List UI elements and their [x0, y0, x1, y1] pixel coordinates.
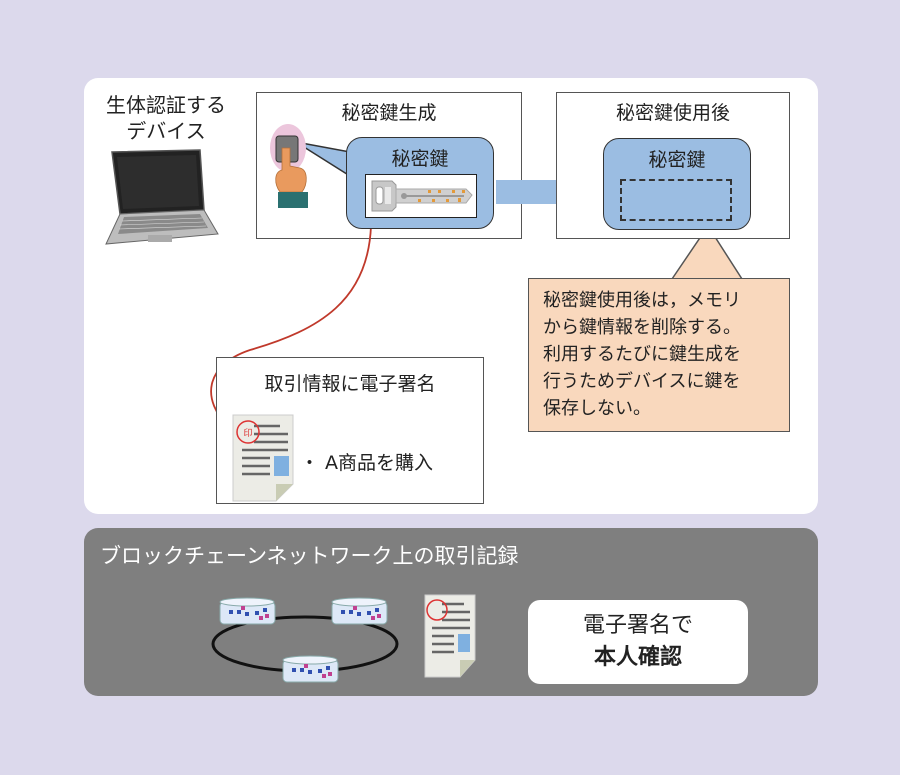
erased-key-bubble: 秘密鍵: [603, 138, 751, 230]
device-label-line1: 生体認証する: [106, 93, 226, 117]
fingerprint-hand-icon: [270, 124, 308, 208]
signed-document-icon: 印: [232, 414, 294, 502]
node-icon: [282, 655, 339, 683]
blockchain-network-diagram: [211, 597, 399, 683]
note-line: から鍵情報を削除する。: [543, 317, 741, 338]
ledger-document-icon: [424, 594, 476, 678]
device-label-line2: デバイス: [126, 119, 206, 143]
purchase-item: ・ A商品を購入: [300, 452, 434, 474]
note-line: 行うためデバイスに鍵を: [543, 371, 741, 392]
after-use-title: 秘密鍵使用後: [615, 102, 730, 124]
seal-stamp: [426, 599, 448, 621]
signature-title: 取引情報に電子署名: [264, 373, 436, 395]
secret-key-bubble: 秘密鍵: [346, 137, 494, 229]
signature-arrow: [210, 225, 372, 429]
laptop-icon: [105, 149, 219, 245]
note-line: 秘密鍵使用後は，メモリ: [543, 290, 741, 311]
empty-key-slot: [620, 179, 732, 221]
memory-note: 秘密鍵使用後は，メモリ から鍵情報を削除する。 利用するたびに鍵生成を 行うため…: [528, 278, 790, 432]
identity-verification-box: 電子署名で 本人確認: [528, 600, 748, 684]
blockchain-title: ブロックチェーンネットワーク上の取引記録: [100, 544, 519, 568]
svg-text:印: 印: [243, 427, 252, 439]
note-line: 利用するたびに鍵生成を: [543, 344, 741, 365]
note-line: 保存しない。: [543, 398, 651, 419]
node-icon: [219, 597, 276, 625]
secret-key-label: 秘密鍵: [391, 148, 449, 170]
seal-stamp: [236, 420, 260, 444]
device-label: 生体認証する デバイス: [96, 92, 236, 144]
node-icon: [331, 597, 388, 625]
verify-line2: 本人確認: [593, 645, 682, 670]
key-icon: [371, 180, 473, 212]
key-image-frame: [365, 174, 477, 218]
verify-line1: 電子署名で: [582, 613, 693, 638]
key-generation-title: 秘密鍵生成: [341, 102, 437, 124]
erased-key-label: 秘密鍵: [648, 149, 706, 171]
